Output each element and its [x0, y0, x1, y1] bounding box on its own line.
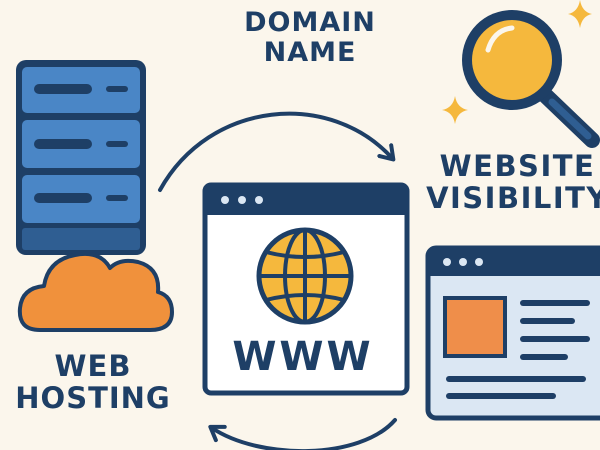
- visibility-label-line2: VISIBILITY: [426, 181, 600, 216]
- hosting-label-line2: HOSTING: [15, 381, 171, 416]
- domain-label-line2: NAME: [263, 37, 357, 69]
- server-rack-icon: [16, 60, 146, 255]
- cloud-icon: [17, 251, 174, 332]
- webpage-layout-icon: [425, 245, 600, 421]
- cycle-arrow-bottom: [208, 418, 397, 450]
- domain-name-label: DOMAIN NAME: [200, 7, 420, 69]
- www-label: WWW: [232, 334, 374, 380]
- sparkle-icon: [442, 96, 468, 124]
- sparkle-icon: [568, 0, 592, 28]
- web-hosting-label: WEB HOSTING: [8, 350, 178, 415]
- visibility-label-line1: WEBSITE: [439, 149, 596, 183]
- domain-label-line1: DOMAIN: [244, 7, 376, 38]
- magnifying-glass-icon: [462, 10, 600, 148]
- globe-icon: [256, 227, 354, 325]
- cycle-arrow-top: [158, 111, 396, 192]
- website-visibility-label: WEBSITE VISIBILITY: [425, 150, 600, 215]
- hosting-label-line1: WEB: [54, 349, 132, 383]
